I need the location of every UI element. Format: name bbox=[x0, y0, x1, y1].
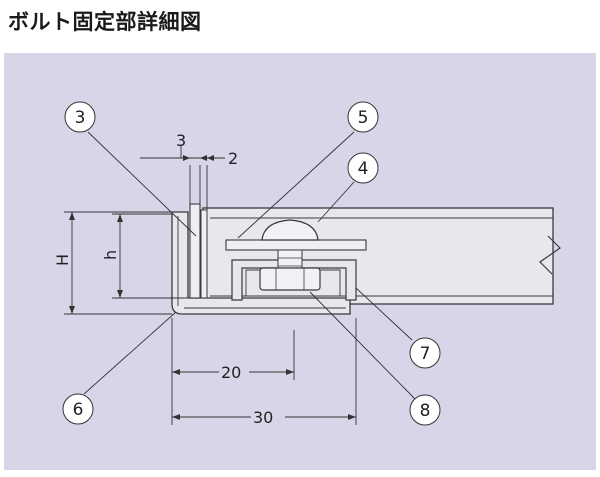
svg-text:4: 4 bbox=[358, 159, 369, 179]
callout-6: 6 bbox=[62, 393, 94, 425]
board-panel bbox=[202, 207, 561, 305]
diagram-title: ボルト固定部詳細図 bbox=[8, 10, 202, 34]
dimension-height bbox=[64, 211, 188, 315]
dim-H-label: H bbox=[53, 254, 72, 266]
svg-text:3: 3 bbox=[75, 108, 86, 128]
dim-20-label: 20 bbox=[221, 363, 241, 382]
dim-2-label: 2 bbox=[228, 149, 238, 168]
svg-text:6: 6 bbox=[73, 400, 84, 420]
callout-4: 4 bbox=[347, 152, 379, 184]
callout-3: 3 bbox=[64, 101, 96, 133]
nut bbox=[259, 267, 321, 291]
callout-7: 7 bbox=[409, 337, 441, 369]
vertical-plates bbox=[189, 203, 208, 299]
dimension-top-thickness bbox=[140, 145, 225, 210]
leader-lines bbox=[83, 131, 417, 401]
dimension-width bbox=[171, 318, 357, 425]
dim-3-label: 3 bbox=[176, 131, 186, 150]
dim-30-label: 30 bbox=[253, 408, 273, 427]
dim-h-label: h bbox=[101, 250, 120, 260]
callout-5: 5 bbox=[347, 101, 379, 133]
svg-text:8: 8 bbox=[420, 401, 431, 421]
svg-text:5: 5 bbox=[358, 108, 369, 128]
callout-8: 8 bbox=[409, 394, 441, 426]
washer-plate bbox=[225, 239, 367, 251]
l-frame bbox=[171, 211, 351, 315]
svg-text:7: 7 bbox=[420, 344, 431, 364]
